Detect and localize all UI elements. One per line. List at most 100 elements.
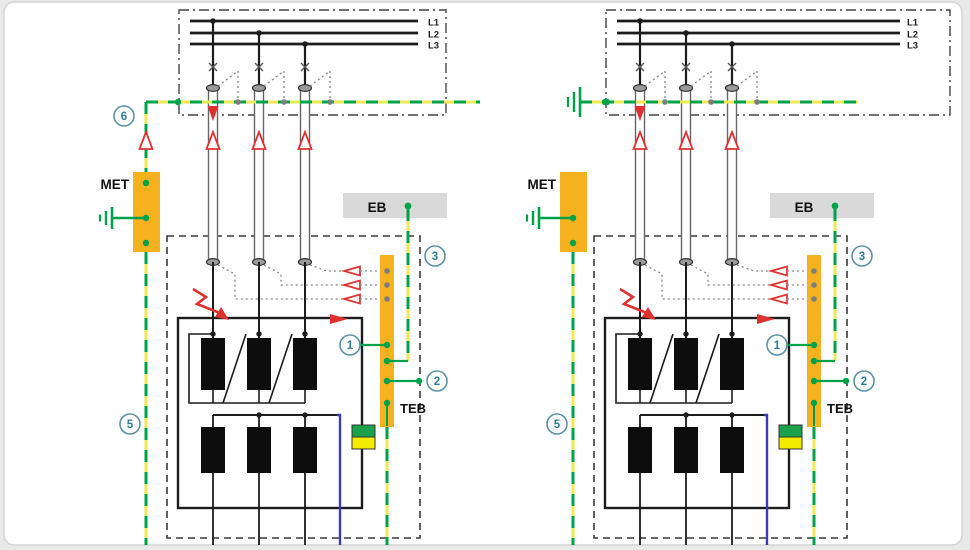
sheath-link-diagonal bbox=[690, 70, 712, 87]
neutral-conductor bbox=[337, 413, 342, 545]
callout-3-label: 3 bbox=[432, 251, 438, 263]
delta-winding-outline bbox=[615, 333, 732, 404]
pole-earth-junction-dot bbox=[603, 98, 611, 106]
surge-path-up-arrow bbox=[632, 129, 648, 150]
tank-pe-terminal-yellow bbox=[351, 436, 376, 450]
sheath-teb-link-2 bbox=[690, 264, 771, 286]
surge-path-up-arrow bbox=[678, 129, 694, 150]
teb-sheath-dot bbox=[811, 268, 817, 274]
surge-path-up-arrow bbox=[724, 129, 740, 150]
cable-head-top bbox=[297, 83, 313, 92]
teb-label: TEB bbox=[400, 401, 426, 416]
primary-winding bbox=[201, 338, 225, 390]
callout-1-label: 1 bbox=[774, 340, 781, 352]
met-bottom-dot bbox=[142, 239, 150, 247]
cable-head-top bbox=[205, 83, 221, 92]
eb-junction-dot bbox=[831, 202, 839, 210]
transformer-tank bbox=[603, 316, 791, 510]
callout-1-label: 1 bbox=[347, 340, 354, 352]
surge-path-up-arrow bbox=[251, 129, 267, 150]
sheath-link-diagonal bbox=[263, 70, 285, 87]
callout-3 bbox=[851, 245, 873, 267]
surge-current-down-arrow bbox=[207, 106, 219, 121]
met-label: MET bbox=[528, 177, 557, 192]
supply-boundary-box bbox=[605, 9, 951, 116]
primary-winding bbox=[293, 338, 317, 390]
sheath-link-diagonal bbox=[644, 70, 666, 87]
eb-label: EB bbox=[368, 200, 387, 215]
sheath-teb-link-1 bbox=[644, 264, 771, 300]
sheath-pe-dot bbox=[708, 99, 714, 105]
teb-sheath-dot bbox=[811, 296, 817, 302]
delta-winding-outline bbox=[188, 333, 305, 404]
pe-junction-dot bbox=[174, 98, 182, 106]
callout-6-label: 6 bbox=[121, 111, 127, 123]
primary-winding bbox=[720, 338, 744, 390]
secondary-winding bbox=[201, 427, 225, 473]
callout-5 bbox=[546, 413, 568, 435]
tank-pe-terminal-yellow bbox=[778, 436, 803, 450]
teb-dot-eb bbox=[810, 357, 818, 365]
secondary-winding bbox=[293, 427, 317, 473]
tank-pe-terminal-green bbox=[778, 424, 803, 438]
secondary-winding bbox=[628, 427, 652, 473]
cable-head-top bbox=[632, 83, 648, 92]
isolator-x-mark bbox=[727, 62, 737, 72]
teb-dot-1 bbox=[383, 341, 391, 349]
callout-2 bbox=[853, 370, 875, 392]
phase-label-L3: L3 bbox=[428, 41, 439, 52]
secondary-winding bbox=[720, 427, 744, 473]
sheath-teb-link-3 bbox=[309, 264, 344, 272]
callout-6 bbox=[113, 105, 135, 127]
flashover-right-arrow bbox=[757, 314, 775, 324]
winding-top-dot bbox=[302, 331, 308, 337]
teb-dot-2 bbox=[810, 377, 818, 385]
callout-5 bbox=[119, 413, 141, 435]
callout-5-label: 5 bbox=[127, 419, 134, 431]
teb-busbar bbox=[380, 255, 394, 427]
sheath-teb-link-1 bbox=[217, 264, 344, 300]
substation-enclosure-box bbox=[593, 235, 848, 539]
primary-winding bbox=[628, 338, 652, 390]
isolator-x-mark bbox=[681, 62, 691, 72]
sheath-link-diagonal bbox=[217, 70, 239, 87]
teb-sheath-dot bbox=[384, 268, 390, 274]
delta-diagonal-1 bbox=[649, 333, 674, 404]
winding-top-dot bbox=[637, 331, 643, 337]
met-busbar bbox=[560, 172, 587, 252]
winding-top-dot bbox=[729, 331, 735, 337]
teb-dot-1 bbox=[810, 341, 818, 349]
supply-boundary-box bbox=[178, 9, 447, 116]
lightning-impulse-arrow bbox=[619, 287, 648, 315]
sheath-link-diagonal bbox=[736, 70, 758, 87]
sheath-pe-dot bbox=[327, 99, 333, 105]
eb-bar bbox=[770, 193, 874, 218]
sheath-teb-link-3 bbox=[736, 264, 771, 272]
tank-pe-terminal-green bbox=[351, 424, 376, 438]
phase-label-L1: L1 bbox=[428, 18, 440, 29]
lightning-arrowhead bbox=[642, 307, 656, 320]
teb-label: TEB bbox=[827, 401, 853, 416]
delta-diagonal-2 bbox=[268, 333, 293, 404]
cable-tube bbox=[726, 87, 738, 263]
callout-1 bbox=[339, 334, 361, 356]
cable-head-top bbox=[678, 83, 694, 92]
secondary-winding bbox=[674, 427, 698, 473]
winding-top-dot bbox=[210, 331, 216, 337]
delta-diagonal-2 bbox=[695, 333, 720, 404]
lightning-impulse-arrow bbox=[192, 287, 221, 315]
sheath-pe-dot bbox=[235, 99, 241, 105]
met-mid-dot bbox=[142, 214, 150, 222]
sheath-pe-dot bbox=[662, 99, 668, 105]
teb-sheath-dot bbox=[384, 282, 390, 288]
teb-dot-eb bbox=[383, 357, 391, 365]
callout-3-label: 3 bbox=[859, 251, 865, 263]
callout-2-label: 2 bbox=[861, 376, 867, 388]
isolator-x-mark bbox=[300, 62, 310, 72]
callout-2-label: 2 bbox=[434, 376, 440, 388]
winding-top-dot bbox=[683, 331, 689, 337]
